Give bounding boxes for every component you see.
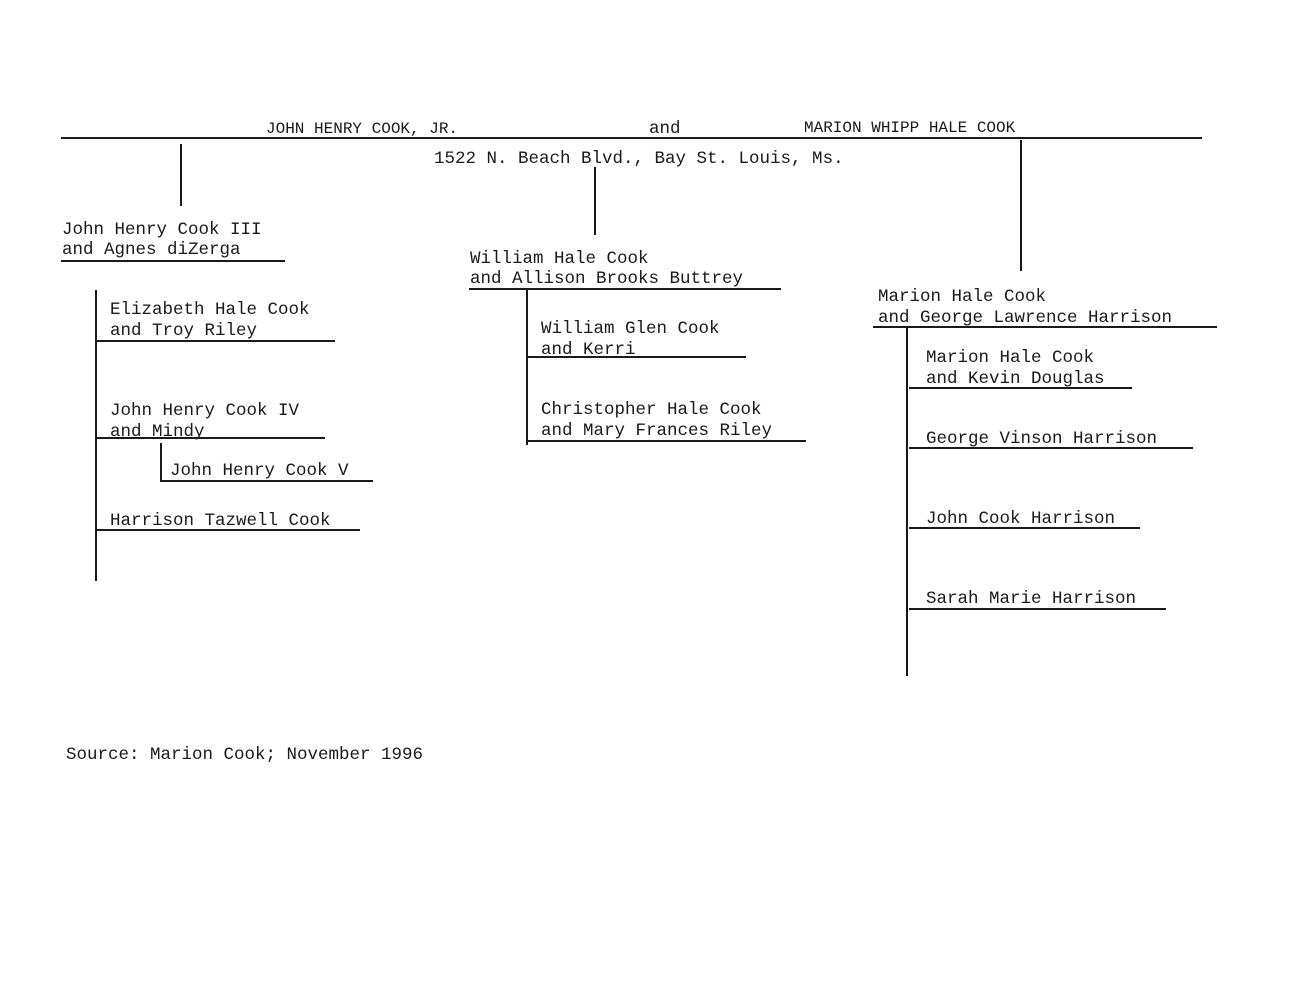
middle-child-2-underline (527, 440, 806, 442)
middle-children-trunk (526, 290, 528, 445)
left-child-1-underline (96, 340, 335, 342)
left-child-1-spouse: and Troy Riley (110, 321, 258, 341)
right-branch-underline (873, 326, 1217, 328)
parents-line (61, 137, 1202, 139)
right-child-2-name: George Vinson Harrison (926, 429, 1158, 449)
address: 1522 N. Beach Blvd., Bay St. Louis, Ms. (434, 149, 844, 169)
left-branch-underline (61, 260, 285, 262)
right-children-trunk (906, 327, 908, 676)
left-grandchild-underline (160, 480, 373, 482)
right-child-1-name: Marion Hale Cook (926, 348, 1095, 368)
right-branch-name: Marion Hale Cook (878, 287, 1047, 307)
left-branch-name: John Henry Cook III (62, 220, 262, 240)
left-child-2-underline (96, 437, 325, 439)
right-child-1-spouse: and Kevin Douglas (926, 369, 1105, 389)
middle-child-1-name: William Glen Cook (541, 319, 720, 339)
right-branch-spouse: and George Lawrence Harrison (878, 308, 1173, 328)
source-note: Source: Marion Cook; November 1996 (66, 745, 424, 765)
middle-branch-underline (469, 288, 781, 290)
grandchild-connector (160, 443, 162, 481)
middle-child-2-name: Christopher Hale Cook (541, 400, 762, 420)
right-child-3-underline (909, 527, 1140, 529)
and-conjunction: and (649, 119, 681, 139)
middle-child-1-spouse: and Kerri (541, 340, 636, 360)
middle-branch-name: William Hale Cook (470, 249, 649, 269)
right-child-4-underline (909, 608, 1166, 610)
left-descender (180, 144, 182, 206)
right-child-4-name: Sarah Marie Harrison (926, 589, 1137, 609)
left-child-1-name: Elizabeth Hale Cook (110, 300, 310, 320)
left-branch-spouse: and Agnes diZerga (62, 240, 241, 260)
left-child-3-name: Harrison Tazwell Cook (110, 511, 331, 531)
right-child-1-underline (909, 387, 1132, 389)
left-child-2-name: John Henry Cook IV (110, 401, 300, 421)
middle-child-1-underline (527, 356, 746, 358)
left-grandchild-name: John Henry Cook V (170, 461, 349, 481)
middle-descender (594, 167, 596, 235)
left-children-trunk (95, 290, 97, 581)
left-child-3-underline (96, 529, 360, 531)
left-child-2-spouse: and Mindy (110, 422, 205, 442)
father-name: JOHN HENRY COOK, JR. (266, 120, 459, 138)
right-descender (1020, 140, 1022, 271)
middle-branch-spouse: and Allison Brooks Buttrey (470, 269, 744, 289)
right-child-2-underline (909, 447, 1193, 449)
mother-name: MARION WHIPP HALE COOK (804, 119, 1016, 137)
middle-child-2-spouse: and Mary Frances Riley (541, 421, 773, 441)
right-child-3-name: John Cook Harrison (926, 509, 1116, 529)
